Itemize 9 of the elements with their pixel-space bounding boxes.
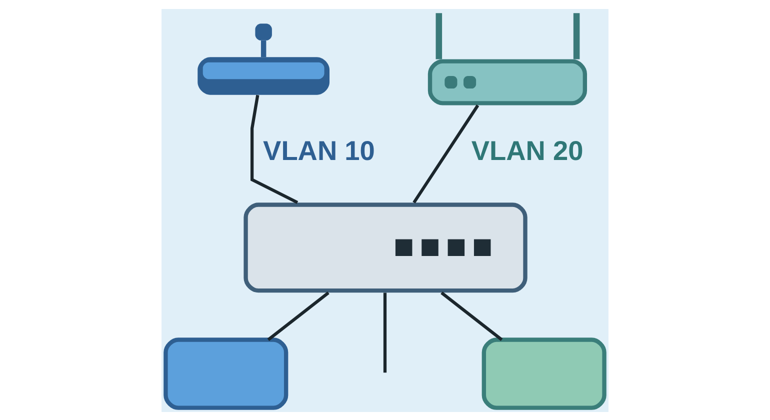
edge-label: VLAN 20 [471,134,584,166]
node-box [482,337,606,410]
connector [267,291,330,340]
connector [412,104,480,203]
edge-label: VLAN 10 [263,134,375,166]
connector [383,292,387,372]
node-box [164,337,288,410]
connector [250,94,298,204]
connector [440,291,503,340]
